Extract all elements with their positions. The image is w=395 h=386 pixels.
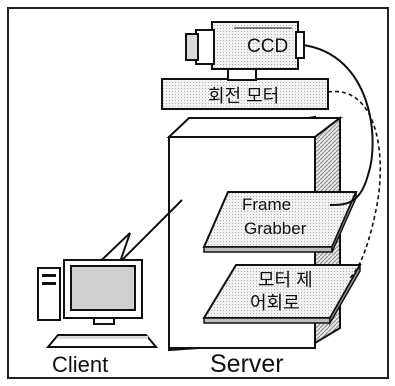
client-label: Client (52, 352, 108, 377)
motor-control-label-line1: 모터 제 (258, 270, 313, 290)
ccd-label: CCD (247, 36, 288, 57)
motor-control-cable (327, 90, 382, 279)
camera-cable (302, 44, 374, 206)
ccd-camera (185, 21, 305, 81)
server-label: Server (210, 350, 284, 378)
motor-control-label-line2: 어회로 (250, 293, 300, 313)
rotation-motor-label: 회전 모터 (208, 86, 279, 106)
client-computer (37, 259, 159, 348)
frame-grabber-shelf (202, 191, 358, 253)
motor-control-shelf (202, 262, 362, 326)
outer-frame (7, 7, 389, 379)
frame-grabber-label-line1: Frame (242, 195, 291, 214)
rotation-motor-box (161, 78, 329, 110)
frame-grabber-label-line2: Grabber (244, 219, 307, 238)
